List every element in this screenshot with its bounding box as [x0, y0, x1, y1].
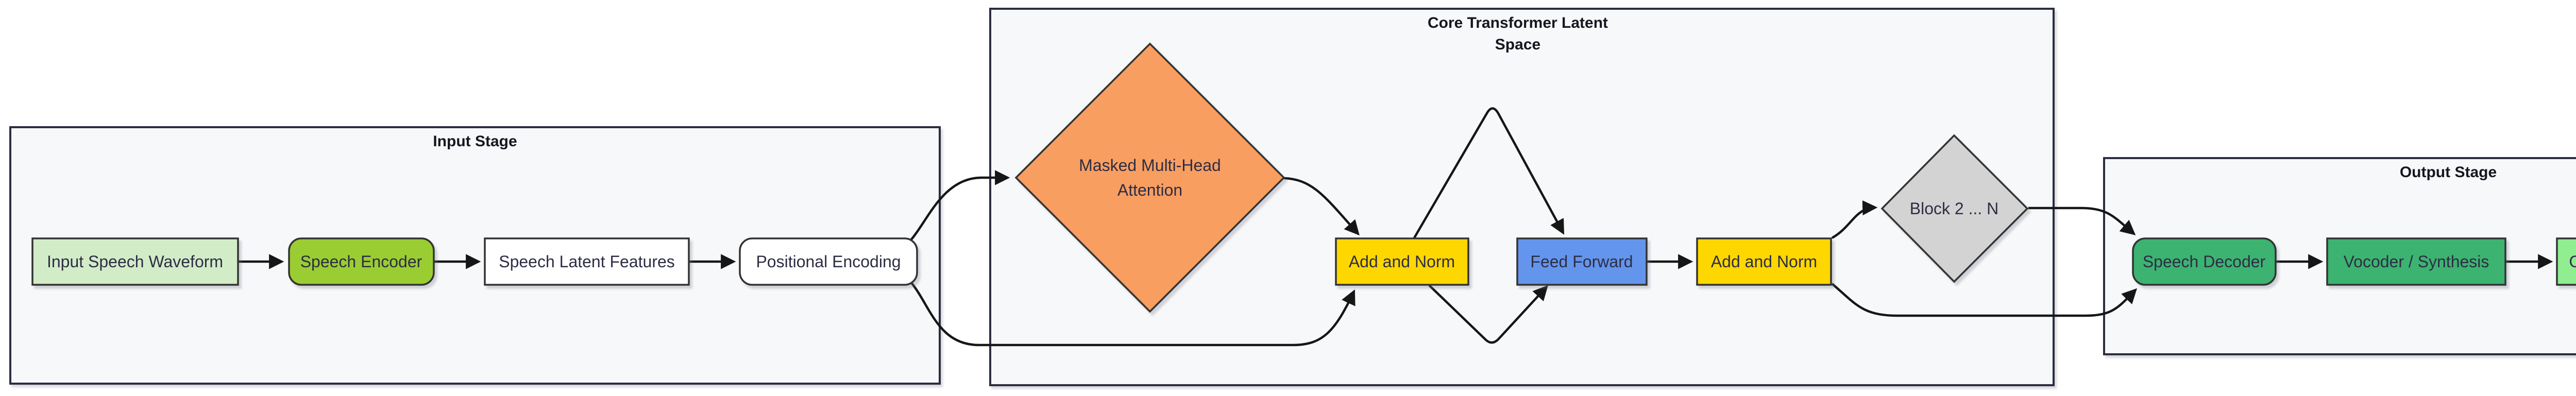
edge-positional-to-addnorm1-residual [910, 281, 1355, 347]
node-block-2-n-shape [1880, 134, 2029, 283]
node-speech-decoder-shape [2132, 237, 2277, 286]
container-core-transformer-title-line2: Space [1495, 36, 1540, 53]
node-output-speech-waveform-label: Output Speech Waveform [2569, 252, 2576, 271]
edge-attention-to-addnorm1 [1283, 177, 1360, 236]
node-input-speech-waveform: Input Speech Waveform [31, 237, 239, 286]
node-positional-encoding: Positional Encoding [739, 237, 918, 286]
node-add-and-norm-2-shape [1696, 237, 1832, 286]
node-feed-forward-shape [1516, 237, 1648, 286]
node-speech-decoder: Speech Decoder [2132, 237, 2277, 286]
node-vocoder-synthesis-shape [2326, 237, 2506, 286]
container-input-stage-title: Input Stage [433, 133, 517, 150]
edge-block-to-decoder [2028, 206, 2136, 235]
node-positional-encoding-shape [739, 237, 918, 286]
node-input-speech-waveform-label: Input Speech Waveform [47, 252, 223, 271]
node-block-2-n-label: Block 2 ... N [1910, 199, 1999, 218]
node-output-speech-waveform: Output Speech Waveform [2556, 237, 2576, 286]
node-speech-decoder-label: Speech Decoder [2143, 252, 2266, 271]
node-input-speech-waveform-shape [31, 237, 239, 286]
edge-addnorm1-to-feedforward-over [1413, 107, 1565, 239]
node-vocoder-synthesis: Vocoder / Synthesis [2326, 237, 2506, 286]
node-block-2-n: Block 2 ... N [1880, 134, 2029, 283]
edge-addnorm2-to-decoder-under [1831, 283, 2138, 317]
node-masked-multihead-attention-label-line1: Masked Multi-Head [1079, 156, 1221, 175]
edge-positional-to-attention [910, 170, 1010, 241]
node-add-and-norm-2: Add and Norm [1696, 237, 1832, 286]
node-vocoder-synthesis-label: Vocoder / Synthesis [2344, 252, 2489, 271]
edge-addnorm2-to-block [1831, 200, 1878, 239]
node-add-and-norm-2-label: Add and Norm [1711, 252, 1817, 271]
node-speech-encoder: Speech Encoder [288, 237, 435, 286]
node-add-and-norm-1-shape [1335, 237, 1469, 286]
edge-addnorm1-to-feedforward-under [1428, 284, 1548, 344]
node-masked-multihead-attention-shape [1014, 42, 1285, 313]
node-add-and-norm-1: Add and Norm [1335, 237, 1469, 286]
edges [238, 107, 2553, 347]
node-feed-forward-label: Feed Forward [1530, 252, 1633, 271]
node-masked-multihead-attention-label-line2: Attention [1117, 181, 1182, 199]
container-core-transformer-title-line1: Core Transformer Latent [1428, 14, 1608, 31]
node-speech-encoder-label: Speech Encoder [300, 252, 422, 271]
node-speech-latent-features: Speech Latent Features [484, 237, 690, 286]
node-output-speech-waveform-shape [2556, 237, 2576, 286]
node-positional-encoding-label: Positional Encoding [756, 252, 901, 271]
node-masked-multihead-attention: Masked Multi-Head Attention [1014, 42, 1285, 313]
node-add-and-norm-1-label: Add and Norm [1349, 252, 1455, 271]
node-speech-latent-features-label: Speech Latent Features [499, 252, 675, 271]
node-speech-encoder-shape [288, 237, 435, 286]
node-feed-forward: Feed Forward [1516, 237, 1648, 286]
node-speech-latent-features-shape [484, 237, 690, 286]
container-output-stage-title: Output Stage [2400, 164, 2497, 181]
